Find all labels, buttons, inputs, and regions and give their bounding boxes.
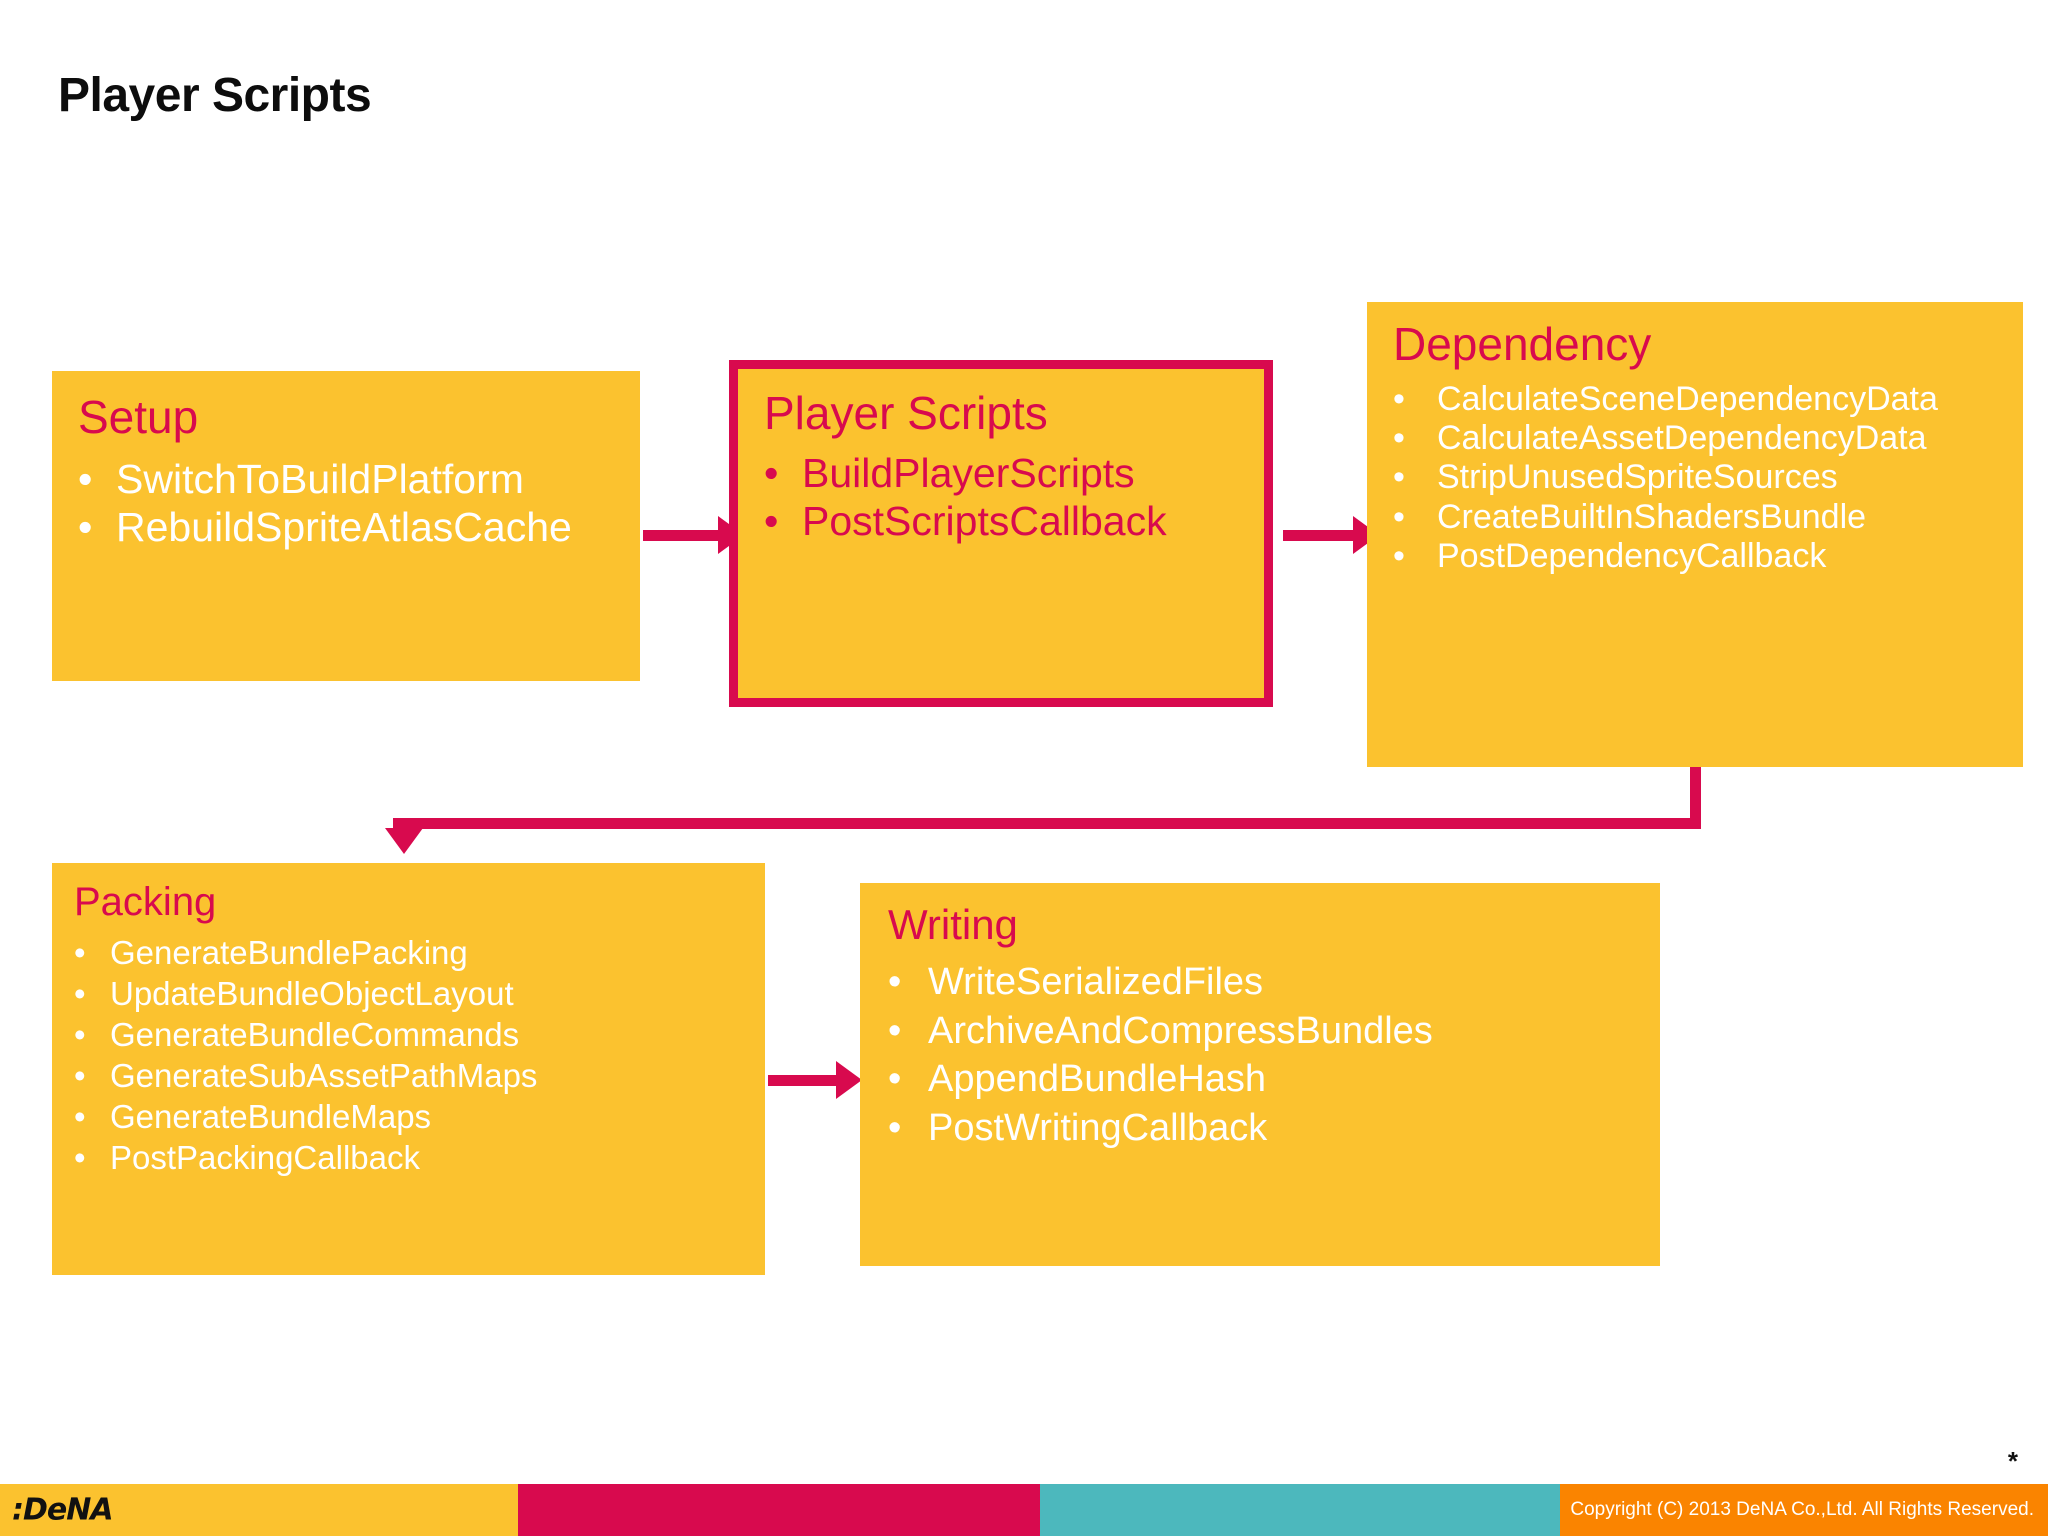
list-item: • PostPackingCallback — [74, 1138, 765, 1177]
list-item: • WriteSerializedFiles — [888, 961, 1660, 1004]
list-item-label: WriteSerializedFiles — [928, 961, 1264, 1004]
list-item: • StripUnusedSpriteSources — [1393, 458, 2023, 496]
footer-segment-crimson — [518, 1484, 1040, 1536]
box-title-player-scripts: Player Scripts — [764, 387, 1048, 439]
list-item: • GenerateBundleCommands — [74, 1015, 765, 1054]
slide-footer: :DeNA Copyright (C) 2013 DeNA Co.,Ltd. A… — [0, 1484, 2048, 1536]
list-item: • PostWritingCallback — [888, 1107, 1660, 1150]
bullet-icon: • — [888, 1106, 902, 1149]
box-title-writing: Writing — [888, 901, 1018, 948]
list-item-label: GenerateBundleMaps — [110, 1097, 432, 1135]
bullet-icon: • — [764, 450, 779, 497]
bullet-icon: • — [74, 1138, 86, 1176]
box-list-writing: • WriteSerializedFiles • ArchiveAndCompr… — [888, 961, 1660, 1149]
box-title-packing: Packing — [74, 880, 217, 924]
dena-logo: :DeNA — [12, 1492, 114, 1528]
list-item: • SwitchToBuildPlatform — [78, 456, 640, 503]
list-item-label: GenerateBundlePacking — [110, 934, 468, 971]
bullet-icon: • — [78, 504, 93, 551]
arrow-setup-to-player — [643, 530, 723, 541]
bullet-icon: • — [74, 1015, 86, 1053]
list-item-label: GenerateSubAssetPathMaps — [110, 1056, 538, 1094]
arrow-player-to-dependency — [1283, 530, 1361, 541]
bullet-icon: • — [888, 1009, 902, 1052]
list-item: • BuildPlayerScripts — [764, 450, 1264, 497]
list-item-label: PostPackingCallback — [110, 1138, 420, 1176]
process-box-writing: Writing • WriteSerializedFiles • Archive… — [860, 883, 1660, 1266]
list-item-label: GenerateBundleCommands — [110, 1015, 520, 1053]
list-item: • CalculateAssetDependencyData — [1393, 419, 2023, 457]
box-list-setup: • SwitchToBuildPlatform • RebuildSpriteA… — [78, 456, 640, 551]
box-list-packing: • GenerateBundlePacking • UpdateBundleOb… — [74, 934, 765, 1177]
list-item: • PostScriptsCallback — [764, 498, 1264, 545]
list-item-label: SwitchToBuildPlatform — [116, 456, 524, 503]
list-item-label: StripUnusedSpriteSources — [1437, 458, 1838, 497]
list-item-label: CalculateAssetDependencyData — [1437, 419, 1927, 458]
list-item: • CreateBuiltInShadersBundle — [1393, 498, 2023, 536]
list-item-label: PostScriptsCallback — [802, 498, 1167, 545]
list-item-label: CreateBuiltInShadersBundle — [1437, 497, 1867, 536]
list-item: • GenerateBundleMaps — [74, 1097, 765, 1136]
box-list-player-scripts: • BuildPlayerScripts • PostScriptsCallba… — [764, 450, 1264, 545]
list-item: • ArchiveAndCompressBundles — [888, 1010, 1660, 1053]
list-item-label: AppendBundleHash — [928, 1058, 1267, 1101]
arrow-head-icon — [836, 1061, 862, 1099]
bullet-icon: • — [888, 961, 902, 1004]
bullet-icon: • — [74, 1056, 86, 1094]
bullet-icon: • — [74, 974, 86, 1012]
list-item: • PostDependencyCallback — [1393, 537, 2023, 575]
list-item-label: PostWritingCallback — [928, 1106, 1268, 1149]
arrow-dependency-to-packing-vertical — [1690, 767, 1701, 829]
list-item: • UpdateBundleObjectLayout — [74, 974, 765, 1013]
list-item: • AppendBundleHash — [888, 1058, 1660, 1101]
process-box-packing: Packing • GenerateBundlePacking • Update… — [52, 863, 765, 1275]
process-box-dependency: Dependency • CalculateSceneDependencyDat… — [1367, 302, 2023, 767]
footer-segment-teal — [1040, 1484, 1560, 1536]
bullet-icon: • — [1393, 536, 1405, 575]
list-item: • GenerateSubAssetPathMaps — [74, 1056, 765, 1095]
footer-segment-orange: Copyright (C) 2013 DeNA Co.,Ltd. All Rig… — [1560, 1484, 2048, 1536]
list-item: • RebuildSpriteAtlasCache — [78, 504, 640, 551]
bullet-icon: • — [1393, 419, 1405, 458]
box-title-setup: Setup — [78, 391, 199, 443]
process-box-player-scripts: Player Scripts • BuildPlayerScripts • Po… — [729, 360, 1273, 707]
list-item-label: BuildPlayerScripts — [802, 450, 1135, 497]
box-title-dependency: Dependency — [1393, 318, 1652, 370]
bullet-icon: • — [78, 456, 93, 503]
arrow-dependency-to-packing-horizontal — [393, 818, 1701, 829]
bullet-icon: • — [1393, 458, 1405, 497]
list-item: • CalculateSceneDependencyData — [1393, 380, 2023, 418]
list-item: • GenerateBundlePacking — [74, 934, 765, 972]
bullet-icon: • — [764, 498, 779, 545]
bullet-icon: • — [74, 934, 86, 971]
copyright-text: Copyright (C) 2013 DeNA Co.,Ltd. All Rig… — [1570, 1499, 2034, 1520]
box-list-dependency: • CalculateSceneDependencyData • Calcula… — [1393, 380, 2023, 574]
bullet-icon: • — [1393, 380, 1405, 419]
list-item-label: ArchiveAndCompressBundles — [928, 1009, 1433, 1052]
arrow-head-icon — [385, 828, 423, 854]
bullet-icon: • — [1393, 497, 1405, 536]
list-item-label: PostDependencyCallback — [1437, 536, 1827, 575]
footer-segment-yellow: :DeNA — [0, 1484, 518, 1536]
bullet-icon: • — [888, 1058, 902, 1101]
bullet-icon: • — [74, 1097, 86, 1135]
list-item-label: RebuildSpriteAtlasCache — [116, 504, 572, 551]
arrow-packing-to-writing — [768, 1075, 842, 1086]
footnote-asterisk: * — [2007, 1446, 2018, 1476]
process-box-setup: Setup • SwitchToBuildPlatform • RebuildS… — [52, 371, 640, 681]
list-item-label: UpdateBundleObjectLayout — [110, 974, 514, 1012]
list-item-label: CalculateSceneDependencyData — [1437, 380, 1938, 419]
page-title: Player Scripts — [58, 69, 372, 122]
